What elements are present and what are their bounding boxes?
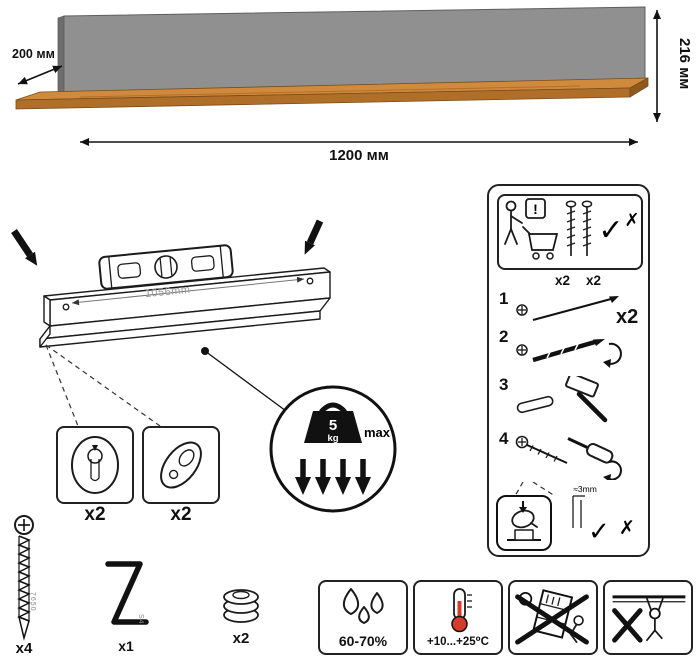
screwdriver-icon xyxy=(516,435,623,480)
dowel-hammer-icon xyxy=(517,376,608,423)
fixing-steps-panel: ! xyxy=(487,184,650,557)
fitting-left-qty: x2 xyxy=(84,504,106,525)
humidity-box: 60-70% xyxy=(318,580,408,655)
water-drops-icon xyxy=(342,588,384,624)
screw-b-icon xyxy=(581,200,593,256)
height-dimension: 216 мм xyxy=(653,10,693,122)
gap-check-icon: ✓ xyxy=(588,516,610,546)
installation-drawing: 1056mm 5 kg max xyxy=(11,219,397,513)
screw-a-icon xyxy=(565,200,577,256)
product-overview: 200 мм 1200 мм 216 мм xyxy=(12,6,693,164)
screw-qty: x4 xyxy=(15,640,33,657)
press-hand-icon xyxy=(511,501,538,529)
no-hanging-box xyxy=(603,580,693,655)
gap-check-diagram: ≈3mm ✓ ✗ xyxy=(572,484,635,546)
step-1: 1 xyxy=(499,290,625,324)
height-dim-label: 216 мм xyxy=(676,38,693,89)
person-icon xyxy=(504,200,523,245)
hexkey-code: S4 xyxy=(137,614,144,625)
washer-qty: x2 xyxy=(232,630,250,647)
weight-body-icon xyxy=(304,411,362,443)
press-fitting-box xyxy=(496,495,552,551)
screws-qty-b: x2 xyxy=(586,273,602,288)
screws-qty-a: x2 xyxy=(555,273,571,288)
step-1-number: 1 xyxy=(499,289,509,308)
warning-icon: ! xyxy=(525,198,546,219)
callout-leaders xyxy=(45,344,287,427)
wood-grain xyxy=(79,85,581,98)
screw-code: 7650 xyxy=(29,592,36,612)
purchase-note-icons: ! xyxy=(504,198,640,260)
wall-screw-icon xyxy=(14,515,34,641)
width-dimension: 1200 мм xyxy=(80,138,638,164)
step-3-number: 3 xyxy=(499,375,509,394)
temperature-box: +10...+25⁰C xyxy=(413,580,503,655)
weight-value: 5 xyxy=(329,417,337,434)
hex-key-icon xyxy=(105,561,149,625)
fitting-right-qty: x2 xyxy=(170,504,192,525)
purchase-note-box: ! xyxy=(497,194,643,270)
mount-arrow-left-icon xyxy=(11,229,38,266)
step-4: 4 xyxy=(499,430,625,480)
depth-dim-label: 200 мм xyxy=(12,47,55,61)
shelf-board xyxy=(15,77,649,110)
screws-qty-row: x2 x2 xyxy=(555,273,601,288)
washer-stack-icon xyxy=(223,589,259,623)
width-dim-label: 1200 мм xyxy=(329,147,389,164)
depth-dimension: 200 мм xyxy=(12,47,63,85)
mount-span-label: 1056mm xyxy=(144,284,191,300)
warning-mark: ! xyxy=(533,201,538,217)
fitting-callout-right xyxy=(142,426,220,504)
humidity-label: 60-70% xyxy=(338,633,388,649)
no-tipping-box xyxy=(508,580,598,655)
weight-max-label: max xyxy=(364,425,391,440)
flush-mount-detail: ≈3mm ✓ ✗ xyxy=(496,482,635,551)
thermometer-icon xyxy=(451,588,472,633)
shopping-cart-icon xyxy=(522,226,559,260)
keyhole-fitting-side-icon xyxy=(160,441,202,489)
step-2-number: 2 xyxy=(499,327,509,346)
check-icon: ✓ xyxy=(598,214,623,247)
weight-limit-badge: 5 kg max xyxy=(269,385,397,513)
step-2: 2 xyxy=(499,328,625,372)
mount-span-dimension: 1056mm xyxy=(62,276,314,311)
no-tipping-icon xyxy=(515,589,589,645)
step-4-number: 4 xyxy=(499,429,509,448)
mark-position-icon xyxy=(516,296,620,321)
temperature-label: +10...+25⁰C xyxy=(427,635,489,648)
load-arrows-icon xyxy=(295,459,371,495)
hexkey-qty: x1 xyxy=(118,638,134,654)
weight-unit: kg xyxy=(327,433,338,444)
no-hanging-icon xyxy=(612,595,686,643)
fitting-callout-left xyxy=(56,426,134,504)
step-3: 3 xyxy=(499,376,625,424)
mount-arrow-right-icon xyxy=(304,219,324,255)
gap-label: ≈3mm xyxy=(573,484,597,494)
gap-cross-icon: ✗ xyxy=(619,518,635,539)
cross-icon: ✗ xyxy=(624,210,639,230)
drill-icon xyxy=(516,339,623,368)
keyhole-fitting-front-icon xyxy=(71,436,119,494)
weight-handle-icon xyxy=(319,402,347,414)
panel-qty: x2 xyxy=(616,306,639,328)
